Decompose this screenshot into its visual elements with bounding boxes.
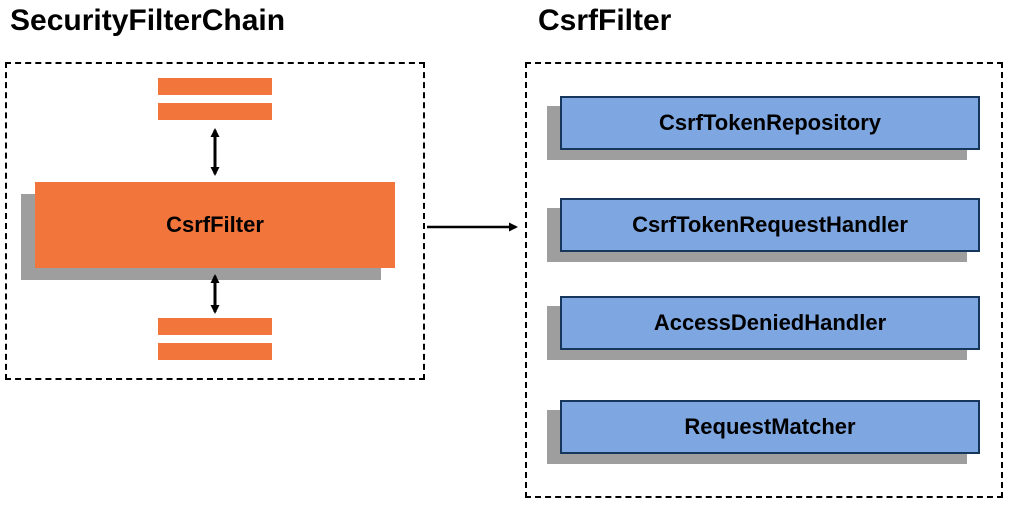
csrf-filter-node: CsrfFilter bbox=[35, 182, 395, 268]
component-label: RequestMatcher bbox=[684, 414, 856, 439]
component-csrf-token-request-handler: CsrfTokenRequestHandler bbox=[560, 198, 980, 252]
component-csrf-token-repository: CsrfTokenRepository bbox=[560, 96, 980, 150]
component-access-denied-handler: AccessDeniedHandler bbox=[560, 296, 980, 350]
filter-bar-bottom-2 bbox=[158, 343, 272, 360]
security-filter-chain-title: SecurityFilterChain bbox=[10, 4, 286, 37]
filter-bar-top-1 bbox=[158, 78, 272, 95]
csrf-filter-title: CsrfFilter bbox=[538, 4, 672, 37]
component-label: AccessDeniedHandler bbox=[653, 310, 887, 335]
component-request-matcher: RequestMatcher bbox=[560, 400, 980, 454]
component-label: CsrfTokenRequestHandler bbox=[632, 212, 908, 237]
filter-bar-bottom-1 bbox=[158, 318, 272, 335]
component-label: CsrfTokenRepository bbox=[658, 110, 882, 135]
filter-bar-top-2 bbox=[158, 103, 272, 120]
csrf-filter-node-label: CsrfFilter bbox=[166, 212, 264, 237]
